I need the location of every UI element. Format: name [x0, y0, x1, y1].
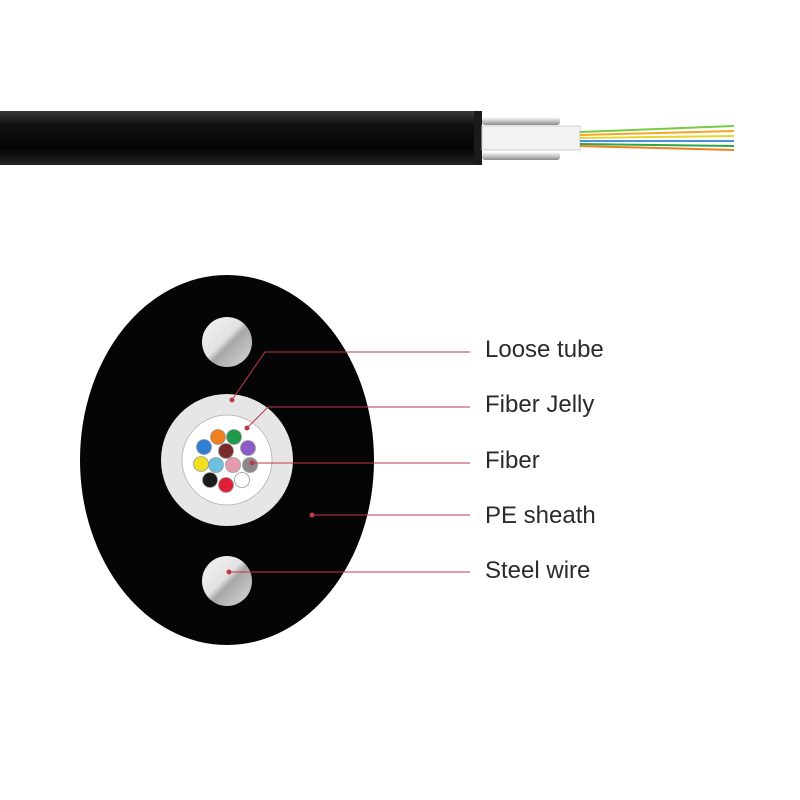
- steel-wire-top-side: [482, 117, 560, 125]
- fiber-dot: [208, 457, 224, 473]
- fiber-dot: [240, 440, 256, 456]
- label-steel-wire: Steel wire: [485, 557, 591, 584]
- label-fiber-jelly: Fiber Jelly: [485, 391, 595, 418]
- steel-wire-bottom-side: [482, 152, 560, 160]
- fiber-strands-side: [579, 125, 735, 151]
- leader-fiber-jelly: [246, 406, 470, 429]
- fiber-dot: [234, 472, 250, 488]
- steel-wire-bottom: [202, 556, 252, 606]
- leader-dot-fiber: [249, 460, 255, 466]
- leader-loose-tube: [231, 351, 470, 401]
- fiber-dot: [218, 477, 234, 493]
- leader-dot-pe-sheath: [309, 512, 315, 518]
- leader-dot-fiber-jelly: [244, 425, 250, 431]
- fiber-dot: [242, 457, 258, 473]
- steel-wire-top: [202, 317, 252, 367]
- label-pe-sheath: PE sheath: [485, 502, 596, 529]
- cable-side-view: [0, 111, 735, 165]
- leader-dot-steel-wire: [226, 569, 232, 575]
- fiber-bundle: [193, 429, 258, 493]
- leader-lines: [229, 351, 470, 573]
- leader-dots: [226, 397, 315, 575]
- fiber-dot: [210, 429, 226, 445]
- fiber-dot: [225, 457, 241, 473]
- cable-cross-section: [80, 275, 374, 645]
- loose-tube-side: [481, 125, 581, 151]
- fiber-dot: [226, 429, 242, 445]
- cable-sheath-end: [474, 111, 482, 165]
- fiber-dot: [218, 443, 234, 459]
- cable-sheath-side: [0, 111, 480, 165]
- fiber-dot: [196, 439, 212, 455]
- fiber-dot: [202, 472, 218, 488]
- leader-dot-loose-tube: [229, 397, 235, 403]
- fiber-dot: [193, 456, 209, 472]
- label-loose-tube: Loose tube: [485, 336, 604, 363]
- label-fiber: Fiber: [485, 447, 540, 474]
